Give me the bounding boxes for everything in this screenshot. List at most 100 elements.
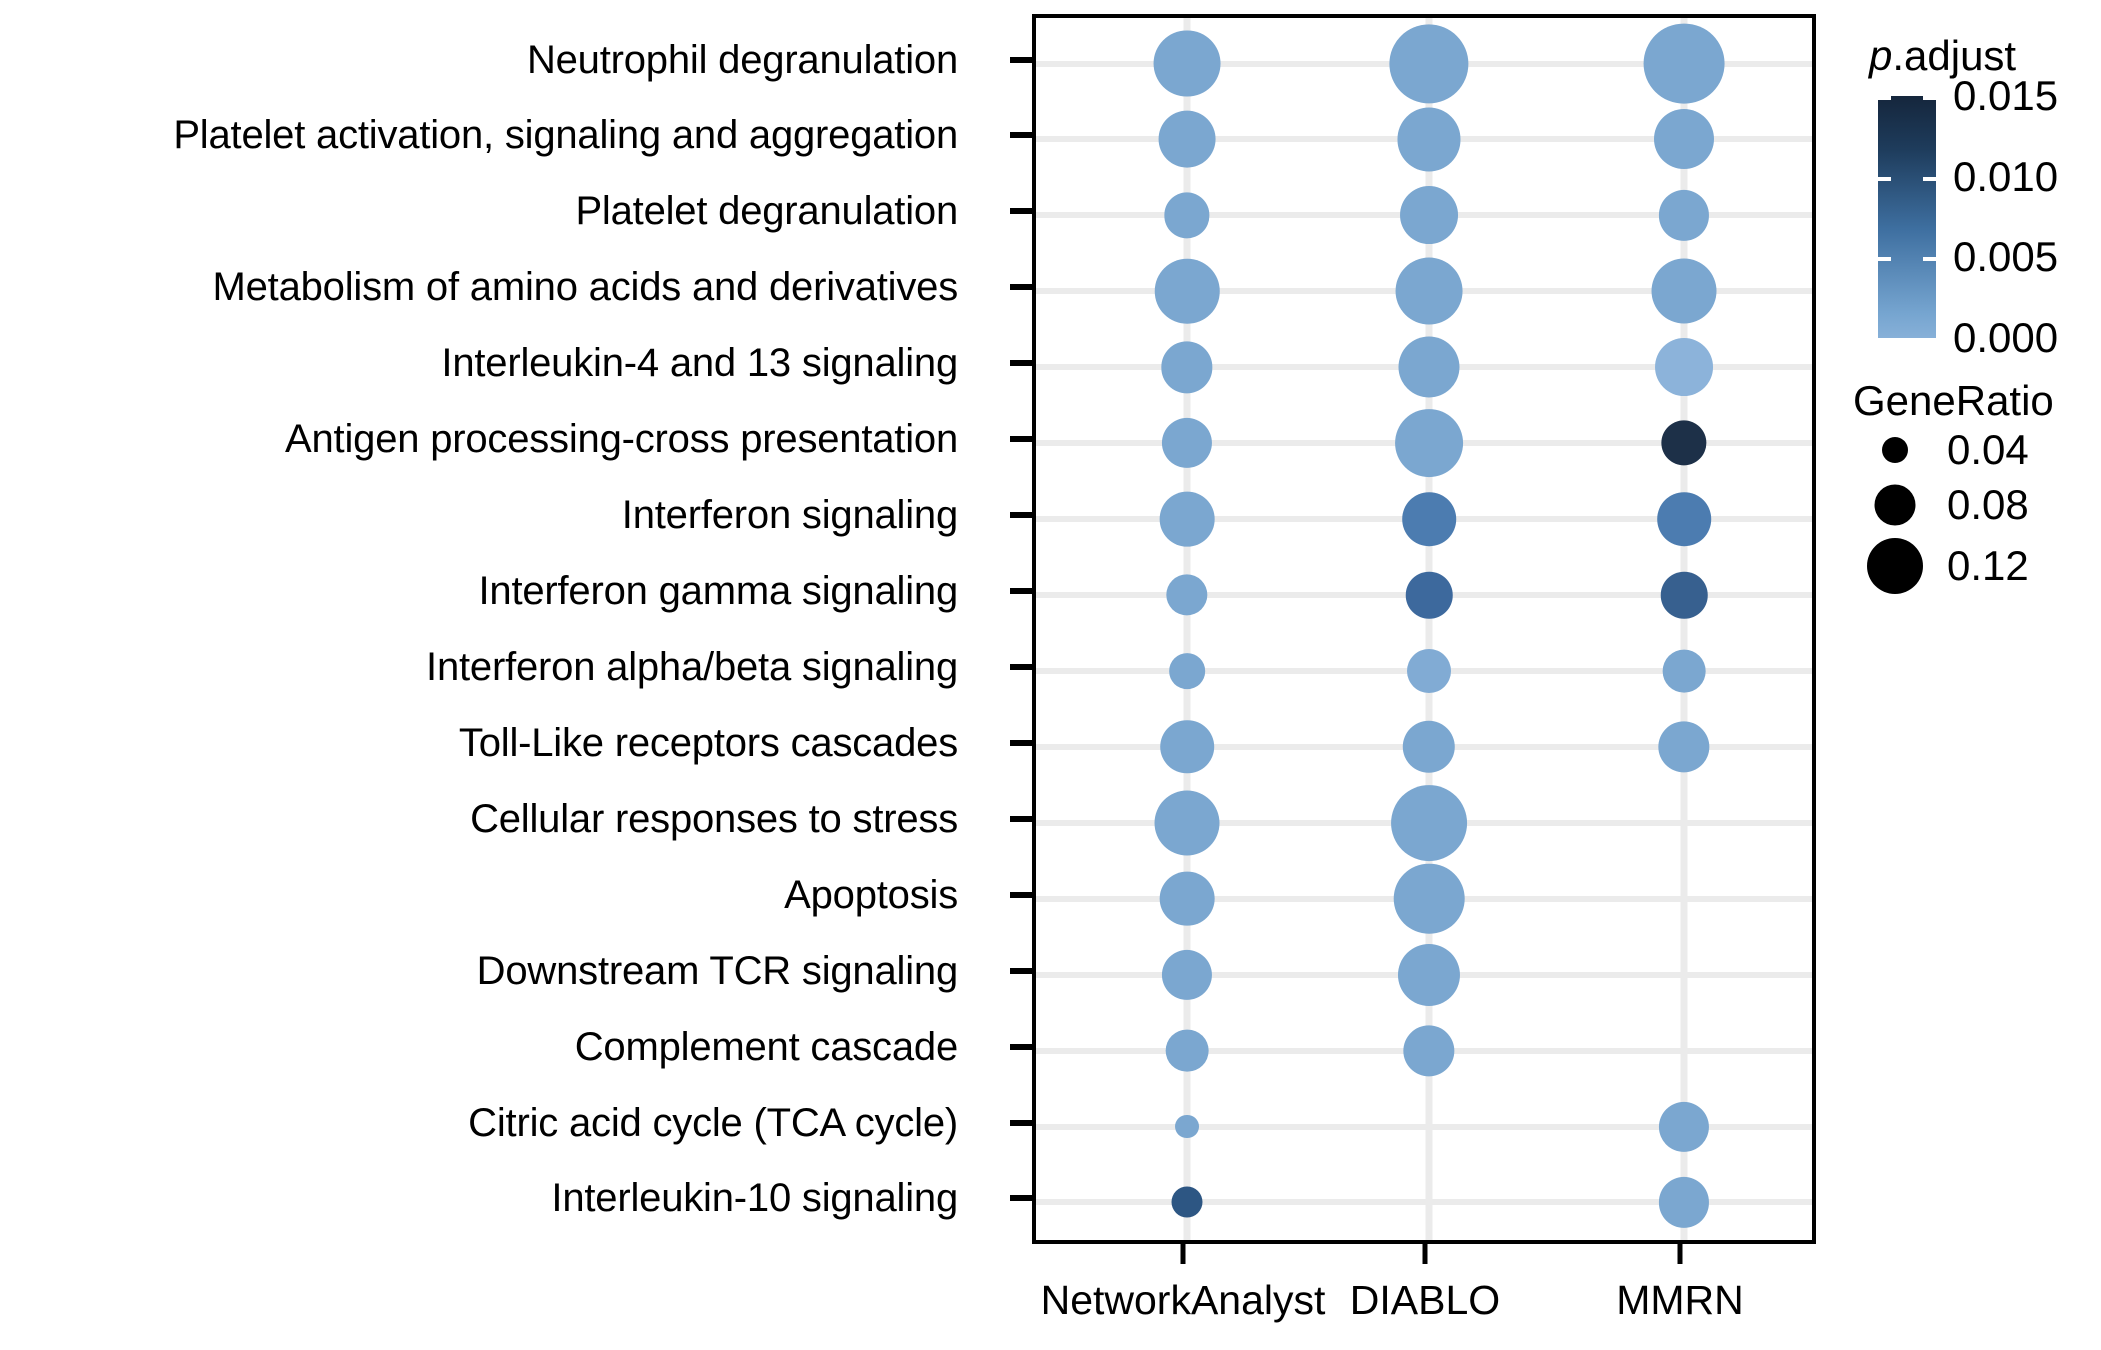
x-axis-tick-label: DIABLO bbox=[1349, 1277, 1501, 1323]
y-axis-tick-label: Complement cascade bbox=[574, 1024, 958, 1069]
generatio-size-key-label: 0.04 bbox=[1947, 426, 2029, 473]
y-axis-tick-mark bbox=[1010, 891, 1032, 898]
y-axis-tick-label: Platelet degranulation bbox=[575, 189, 958, 234]
x-axis-tick-label: NetworkAnalyst bbox=[1040, 1277, 1326, 1323]
p-adjust-colorbar bbox=[1878, 96, 1936, 338]
colorbar-tick-label: 0.005 bbox=[1953, 233, 2059, 281]
y-axis-tick-mark bbox=[1010, 208, 1032, 215]
y-axis-tick-mark bbox=[1010, 56, 1032, 63]
y-axis-tick-label: Toll-Like receptors cascades bbox=[458, 720, 958, 765]
data-point-dot bbox=[1159, 871, 1215, 927]
data-point-dot bbox=[1655, 338, 1713, 397]
data-point-dot bbox=[1171, 1186, 1203, 1218]
y-axis-tick-label: Platelet activation, signaling and aggre… bbox=[173, 113, 958, 158]
generatio-legend-title: GeneRatio bbox=[1853, 377, 2054, 424]
data-point-dot bbox=[1660, 571, 1708, 619]
data-point-dot bbox=[1393, 863, 1465, 935]
plot-panel bbox=[1032, 14, 1816, 1244]
colorbar-tick-mark bbox=[1923, 257, 1936, 262]
data-point-dot bbox=[1161, 418, 1213, 469]
x-axis-tick-label: MMRN bbox=[1616, 1277, 1744, 1323]
data-point-dot bbox=[1159, 491, 1215, 547]
grid-line-vertical bbox=[1183, 18, 1191, 1240]
data-point-dot bbox=[1398, 336, 1460, 398]
y-axis-tick-mark bbox=[1010, 663, 1032, 670]
colorbar-tick-label: 0.000 bbox=[1953, 314, 2059, 361]
data-point-dot bbox=[1658, 1177, 1710, 1228]
y-axis-tick-label: Cellular responses to stress bbox=[470, 796, 958, 841]
grid-line-horizontal bbox=[1036, 1199, 1812, 1206]
data-point-dot bbox=[1658, 1101, 1710, 1152]
data-point-dot bbox=[1395, 257, 1463, 325]
y-axis-tick-mark bbox=[1010, 1119, 1032, 1126]
data-point-dot bbox=[1653, 109, 1715, 170]
y-axis-tick-label: Metabolism of amino acids and derivative… bbox=[212, 265, 959, 310]
colorbar-tick-label: 0.015 bbox=[1953, 72, 2059, 119]
data-point-dot bbox=[1153, 30, 1221, 97]
y-axis-tick-mark bbox=[1010, 1195, 1032, 1202]
colorbar-tick-mark bbox=[1923, 176, 1936, 181]
y-axis-tick-label: Interferon gamma signaling bbox=[478, 569, 958, 614]
data-point-dot bbox=[1154, 259, 1220, 324]
y-axis-tick-mark bbox=[1010, 284, 1032, 291]
data-point-dot bbox=[1158, 111, 1216, 168]
data-point-dot bbox=[1166, 574, 1208, 616]
generatio-size-key-label: 0.12 bbox=[1947, 542, 2029, 589]
x-axis-tick-mark bbox=[1180, 1244, 1186, 1264]
data-point-dot bbox=[1400, 186, 1458, 245]
p-adjust-title-rest: .adjust bbox=[1892, 32, 2017, 79]
y-axis-tick-mark bbox=[1010, 1043, 1032, 1050]
y-axis-tick-label: Interleukin-10 signaling bbox=[551, 1176, 958, 1221]
data-point-dot bbox=[1651, 258, 1717, 324]
y-axis-tick-label: Citric acid cycle (TCA cycle) bbox=[468, 1100, 958, 1145]
generatio-size-key-label: 0.08 bbox=[1947, 481, 2029, 528]
data-point-dot bbox=[1397, 107, 1461, 171]
colorbar-tick-mark bbox=[1923, 96, 1936, 100]
y-axis-tick-mark bbox=[1010, 132, 1032, 139]
grid-line-vertical bbox=[1425, 18, 1433, 1240]
y-axis-tick-label: Apoptosis bbox=[784, 872, 958, 917]
y-axis-tick-label: Interleukin-4 and 13 signaling bbox=[441, 341, 958, 386]
colorbar-tick-mark bbox=[1878, 338, 1891, 342]
data-point-dot bbox=[1397, 943, 1461, 1006]
data-point-dot bbox=[1169, 653, 1205, 689]
data-point-dot bbox=[1402, 720, 1456, 774]
y-axis-tick-mark bbox=[1010, 360, 1032, 367]
data-point-dot bbox=[1164, 192, 1210, 239]
data-point-dot bbox=[1161, 949, 1213, 1000]
y-axis-tick-label: Interferon signaling bbox=[621, 493, 958, 538]
data-point-dot bbox=[1175, 1114, 1199, 1139]
y-axis-tick-mark bbox=[1010, 967, 1032, 974]
y-axis-tick-mark bbox=[1010, 739, 1032, 746]
x-axis-tick-mark bbox=[1677, 1244, 1683, 1264]
data-point-dot bbox=[1165, 1029, 1209, 1072]
generatio-size-key-dot bbox=[1867, 538, 1923, 594]
data-point-dot bbox=[1661, 420, 1707, 466]
data-point-dot bbox=[1161, 341, 1213, 393]
data-point-dot bbox=[1657, 492, 1711, 546]
grid-line-horizontal bbox=[1036, 1123, 1812, 1130]
p-adjust-legend-title: p.adjust bbox=[1869, 32, 2016, 80]
data-point-dot bbox=[1662, 649, 1706, 693]
y-axis-tick-mark bbox=[1010, 588, 1032, 595]
data-point-dot bbox=[1402, 492, 1456, 546]
grid-line-vertical bbox=[1680, 18, 1688, 1240]
y-axis-tick-label: Antigen processing-cross presentation bbox=[285, 417, 958, 462]
colorbar-tick-mark bbox=[1923, 338, 1936, 342]
data-point-dot bbox=[1395, 409, 1463, 478]
data-point-dot bbox=[1403, 1024, 1455, 1077]
colorbar-tick-mark bbox=[1878, 176, 1891, 181]
data-point-dot bbox=[1405, 571, 1453, 619]
colorbar-tick-label: 0.010 bbox=[1953, 152, 2059, 200]
y-axis-tick-label: Interferon alpha/beta signaling bbox=[426, 644, 958, 689]
y-axis-tick-label: Downstream TCR signaling bbox=[476, 948, 959, 993]
data-point-dot bbox=[1154, 790, 1220, 856]
data-point-dot bbox=[1391, 784, 1467, 861]
y-axis-tick-mark bbox=[1010, 436, 1032, 443]
data-point-dot bbox=[1389, 23, 1469, 104]
generatio-size-key-dot bbox=[1882, 437, 1908, 463]
y-axis-tick-mark bbox=[1010, 815, 1032, 822]
p-adjust-title-italic: p bbox=[1869, 32, 1893, 79]
